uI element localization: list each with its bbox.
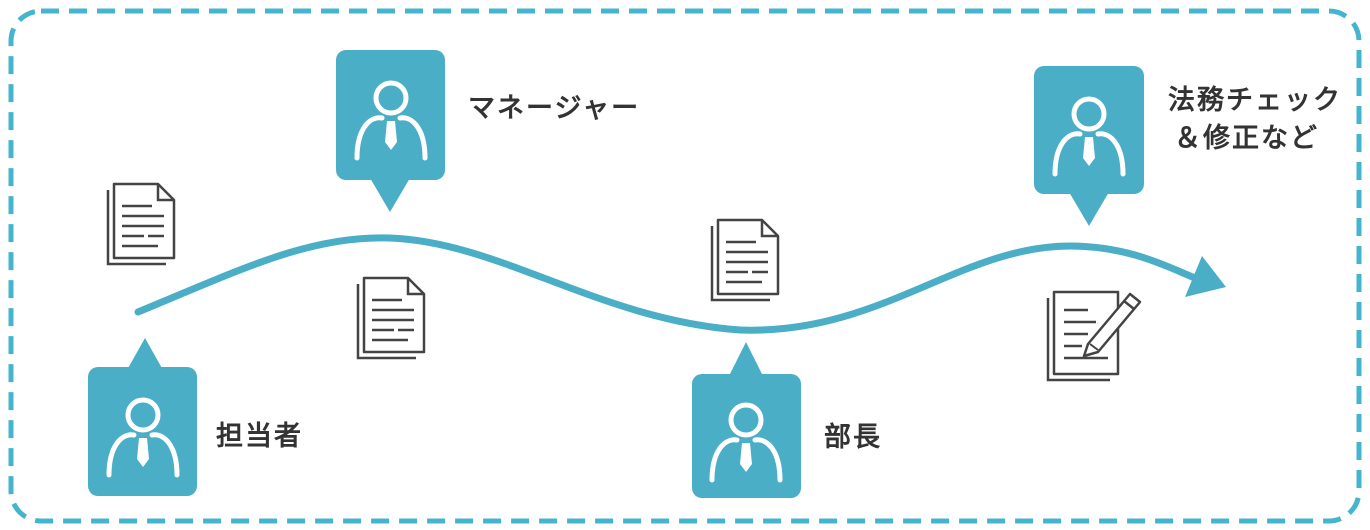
arrow-head-icon	[1185, 256, 1226, 297]
document-with-pen-icon	[1046, 290, 1142, 382]
person-manager	[336, 50, 445, 212]
label-line: 担当者	[216, 421, 303, 452]
document-icon	[106, 182, 176, 266]
label-tantosha: 担当者	[216, 418, 303, 456]
workflow-arrow	[134, 234, 1199, 334]
label-manager: マネージャー	[468, 90, 640, 128]
label-line: ＆修正など	[1174, 123, 1319, 154]
document-icon	[356, 276, 426, 360]
label-line: 部長	[824, 422, 882, 453]
person-bucho	[692, 342, 801, 498]
document-icon	[710, 218, 780, 302]
label-bucho: 部長	[824, 419, 882, 457]
label-line: マネージャー	[468, 93, 641, 124]
label-legal: 法務チェック ＆修正など	[1168, 82, 1342, 158]
person-legal	[1034, 66, 1144, 226]
dashed-frame	[8, 8, 1362, 524]
person-tantosha	[88, 338, 197, 496]
label-line: 法務チェック	[1168, 85, 1342, 116]
